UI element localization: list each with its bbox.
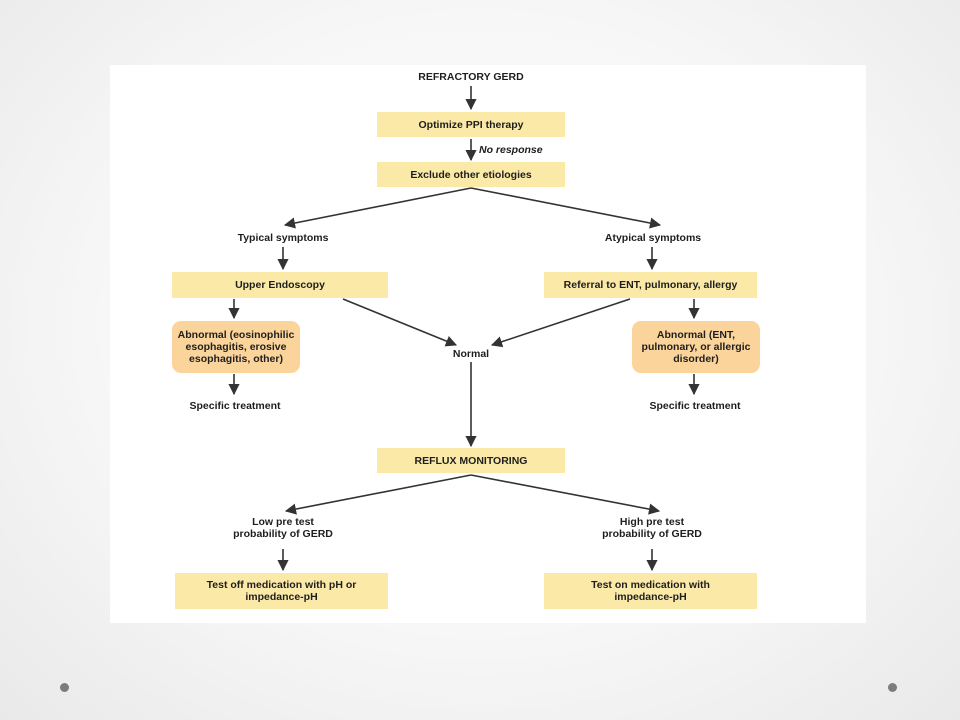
node-specific-treatment-right: Specific treatment [649, 400, 741, 412]
arrow-endoscopy-to-normal [342, 298, 458, 347]
node-refractory-gerd: REFRACTORY GERD [418, 71, 524, 83]
node-abnormal-right: Abnormal (ENT, pulmonary, or allergic di… [632, 321, 760, 373]
node-low-probability: Low pre test probability of GERD [233, 516, 333, 540]
node-test-on-medication: Test on medication with impedance-pH [544, 573, 757, 609]
label-no-response: No response [479, 144, 543, 156]
arrow-referral-to-normal [490, 298, 631, 348]
arrow-layer [228, 86, 700, 572]
arrow-exclude-to-atypical [470, 187, 662, 229]
node-abnormal-left: Abnormal (eosinophilic esophagitis, eros… [172, 321, 300, 373]
slide-dot-right [888, 683, 897, 692]
node-test-off-medication: Test off medication with pH or impedance… [175, 573, 388, 609]
node-reflux-monitoring: REFLUX MONITORING [377, 448, 565, 473]
arrow-reflux-to-low [284, 474, 472, 515]
node-specific-treatment-left: Specific treatment [189, 400, 281, 412]
node-atypical-symptoms: Atypical symptoms [604, 232, 702, 244]
node-normal: Normal [452, 348, 490, 360]
node-optimize-ppi: Optimize PPI therapy [377, 112, 565, 137]
node-high-probability: High pre test probability of GERD [602, 516, 702, 540]
node-exclude-etiologies: Exclude other etiologies [377, 162, 565, 187]
node-typical-symptoms: Typical symptoms [237, 232, 329, 244]
slide-dot-left [60, 683, 69, 692]
node-upper-endoscopy: Upper Endoscopy [172, 272, 388, 298]
node-referral: Referral to ENT, pulmonary, allergy [544, 272, 757, 298]
arrow-reflux-to-high [470, 474, 661, 515]
flowchart-panel: REFRACTORY GERD Optimize PPI therapy No … [110, 65, 866, 623]
arrow-exclude-to-typical [283, 187, 472, 229]
